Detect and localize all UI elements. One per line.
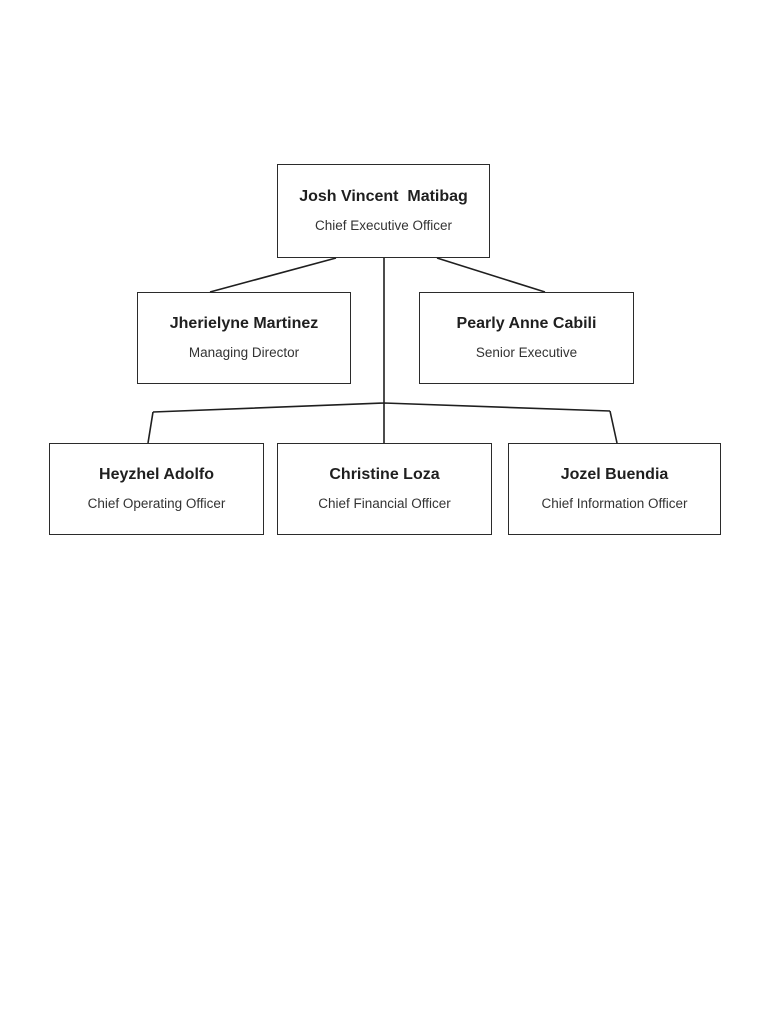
person-name: Josh Vincent Matibag [299,188,468,206]
person-name: Jozel Buendia [560,466,669,484]
person-name: Heyzhel Adolfo [99,466,214,484]
person-title: Chief Operating Officer [87,495,226,511]
person-name: Christine Loza [329,466,440,484]
person-title: Senior Executive [475,344,578,360]
org-node-ceo: Josh Vincent Matibag Chief Executive Off… [277,164,490,258]
person-title: Chief Financial Officer [318,495,451,511]
connector-ceo-to-managing-director [209,257,337,293]
org-node-cfo: Christine Loza Chief Financial Officer [277,443,492,535]
person-title: Chief Executive Officer [314,217,453,233]
person-title: Chief Information Officer [541,495,688,511]
person-title: Managing Director [188,344,300,360]
org-node-cio: Jozel Buendia Chief Information Officer [508,443,721,535]
connector-branch-to-cio [609,410,618,444]
org-node-coo: Heyzhel Adolfo Chief Operating Officer [49,443,264,535]
person-name: Jherielyne Martinez [169,315,319,333]
connector-level3-branch [152,402,611,413]
person-name: Pearly Anne Cabili [456,315,597,333]
connector-ceo-to-senior-executive [436,257,546,293]
org-node-managing-director: Jherielyne Martinez Managing Director [137,292,351,384]
connector-branch-to-coo [147,411,154,444]
org-node-senior-executive: Pearly Anne Cabili Senior Executive [419,292,634,384]
